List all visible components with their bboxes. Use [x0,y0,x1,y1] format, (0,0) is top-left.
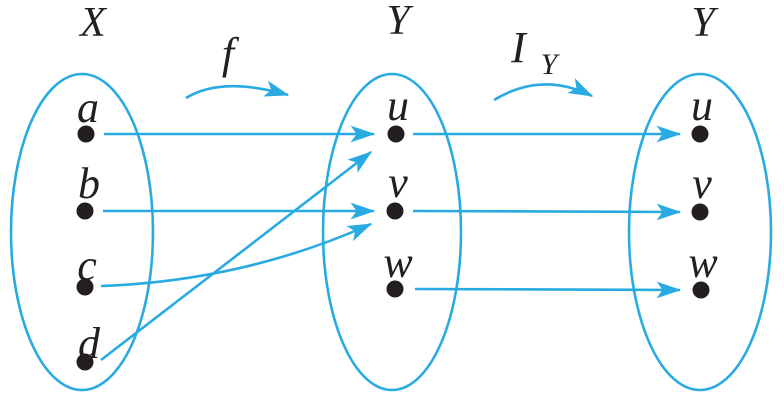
element-dot-w-middle [386,280,404,298]
element-dot-a [77,125,95,143]
arrow-identity-v-to-v [412,203,682,221]
function-f-label: f [222,29,240,78]
set-y-middle-ellipse [321,72,463,392]
set-y-right-ellipse [627,72,773,392]
element-dot-b [76,202,94,220]
identity-label-subscript: Y [541,48,561,81]
arrow-identity-w-to-w [414,281,682,299]
function-identity-label: I Y [510,23,560,81]
element-dot-u-right [691,125,709,143]
element-dot-c [76,278,94,296]
element-label-c: c [77,241,97,290]
element-label-u-right: u [691,81,713,130]
function-f-arc-arrow [185,80,290,100]
element-dot-v-right [691,203,709,221]
function-identity-arc-arrow [493,78,594,102]
element-label-v-right: v [692,159,712,208]
element-dot-w-right [692,281,710,299]
identity-label-main: I [510,23,528,72]
arrow-f-d-to-u [100,150,373,362]
element-label-b: b [78,159,100,208]
set-y-right-label: Y [691,0,719,46]
element-dot-v-middle [386,202,404,220]
element-label-w-middle: w [383,238,413,287]
set-x-ellipse [9,72,155,392]
arrow-f-c-to-v [100,222,373,288]
element-label-a: a [77,83,99,132]
set-x-label: X [78,0,108,46]
element-label-v-middle: v [388,158,408,207]
element-label-w-right: w [688,238,718,287]
element-dot-d [76,353,94,371]
set-y-middle-label: Y [386,0,414,44]
element-label-u-middle: u [387,81,409,130]
element-dot-u-middle [387,125,405,143]
